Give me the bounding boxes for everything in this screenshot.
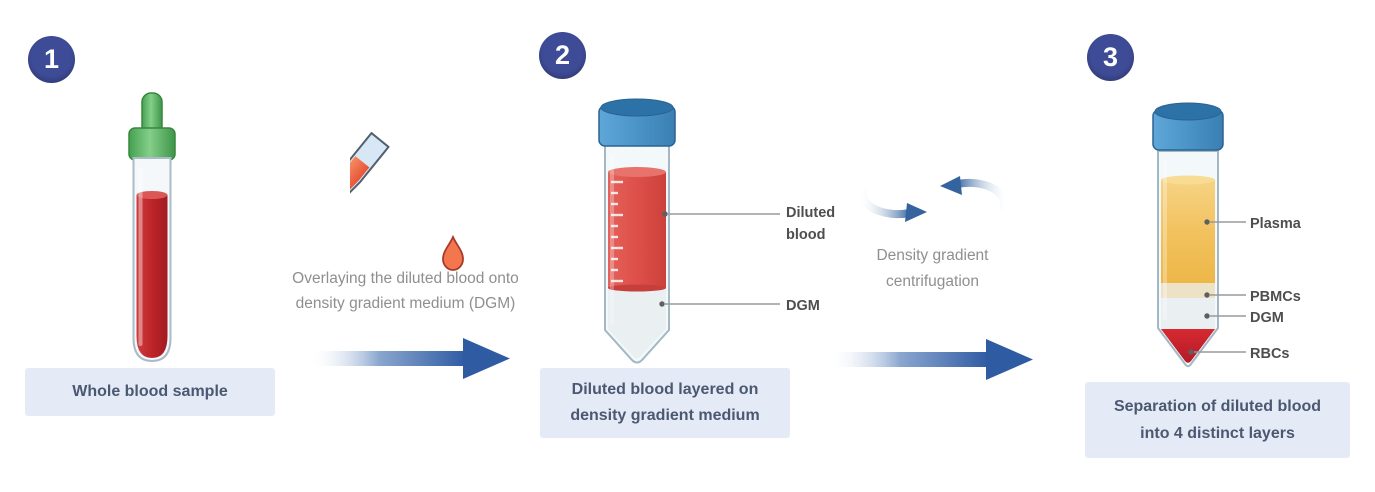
step-2-number: 2	[554, 40, 571, 70]
step-1-number: 1	[43, 44, 60, 74]
transition-2-line-2: centrifugation	[885, 273, 980, 290]
label-diluted-blood-line-1: Diluted	[786, 205, 836, 221]
label-dgm-step2: DGM	[786, 298, 820, 314]
leader-dot-dgm	[1204, 313, 1210, 319]
plasma-layer	[1161, 180, 1215, 283]
plasma-meniscus	[1161, 175, 1215, 185]
leader-dot-diluted-blood	[662, 211, 668, 217]
transition-1-text: Overlaying the diluted blood onto densit…	[243, 266, 568, 316]
step-2-caption: Diluted blood layered on density gradien…	[540, 368, 790, 438]
rotation-arc-right	[957, 178, 1009, 213]
glass-highlight	[1163, 160, 1167, 320]
pipette-body	[350, 132, 390, 232]
transition-1-line-2: density gradient medium (DGM)	[295, 295, 516, 312]
step-2-badge: 2	[539, 32, 586, 79]
layer-boundary	[608, 284, 666, 292]
leader-lines	[659, 211, 780, 307]
transition-2-text: Density gradient centrifugation	[830, 243, 1035, 295]
diluted-blood-layer	[608, 172, 666, 288]
step-1-badge: 1	[28, 36, 75, 83]
label-plasma: Plasma	[1250, 216, 1301, 232]
step-3-caption-line-2: into 4 distinct layers	[1140, 425, 1295, 442]
leader-dot-rbcs	[1188, 349, 1194, 355]
tube-cap-top	[600, 98, 674, 117]
step-3-caption-line-1: Separation of diluted blood	[1113, 398, 1322, 415]
pipette-liquid	[350, 156, 370, 229]
leader-dot-pbmcs	[1204, 292, 1210, 298]
label-rbcs: RBCs	[1250, 346, 1290, 362]
rotation-arc-left	[858, 185, 910, 219]
arrow-head	[463, 338, 510, 379]
rotation-arrows-icon	[858, 176, 1009, 222]
right-arrow-icon-2	[828, 339, 1033, 380]
tube-cap-green	[128, 127, 176, 161]
separated-tube-illustration	[1152, 102, 1246, 368]
step-3-badge: 3	[1087, 34, 1134, 81]
label-diluted-blood-line-2: blood	[786, 227, 826, 243]
blood-meniscus	[136, 191, 168, 199]
pbmc-layer	[1161, 283, 1215, 298]
pipette-icon	[350, 132, 464, 271]
transition-1-line-1: Overlaying the diluted blood onto	[292, 270, 519, 287]
leader-lines	[1188, 219, 1246, 355]
rbc-layer	[1161, 329, 1215, 363]
label-diluted-blood: Diluted blood	[786, 202, 835, 246]
right-arrow-icon	[308, 338, 510, 379]
step-1-caption: Whole blood sample	[25, 368, 275, 416]
step-1-caption-line: Whole blood sample	[72, 383, 228, 400]
transition-2-line-1: Density gradient	[876, 247, 989, 264]
blood-drop-icon	[442, 234, 464, 271]
whole-blood-tube-illustration	[128, 92, 176, 363]
label-dgm-step3: DGM	[1250, 310, 1284, 326]
arrow-shaft	[828, 352, 989, 367]
arrow-head	[986, 339, 1033, 380]
rotation-arrowhead-left	[905, 203, 927, 222]
leader-dot-plasma	[1204, 219, 1210, 225]
step-3-caption: Separation of diluted blood into 4 disti…	[1085, 382, 1350, 458]
leader-dot-dgm	[659, 301, 665, 307]
layered-tube-illustration	[598, 98, 780, 364]
whole-blood-layer	[136, 195, 168, 358]
step-3-number: 3	[1102, 42, 1119, 72]
arrow-shaft	[308, 351, 466, 366]
label-pbmcs: PBMCs	[1250, 289, 1301, 305]
glass-highlight	[610, 154, 614, 324]
diluted-blood-meniscus	[608, 167, 666, 177]
glass-highlight	[138, 168, 143, 346]
rotation-arrowhead-right	[940, 176, 962, 195]
step-2-caption-line-2: density gradient medium	[570, 407, 760, 424]
step-2-caption-line-1: Diluted blood layered on	[571, 381, 759, 398]
dgm-layer	[608, 288, 666, 359]
graduation-marks	[611, 180, 623, 283]
tube-cap-top	[1154, 102, 1222, 121]
